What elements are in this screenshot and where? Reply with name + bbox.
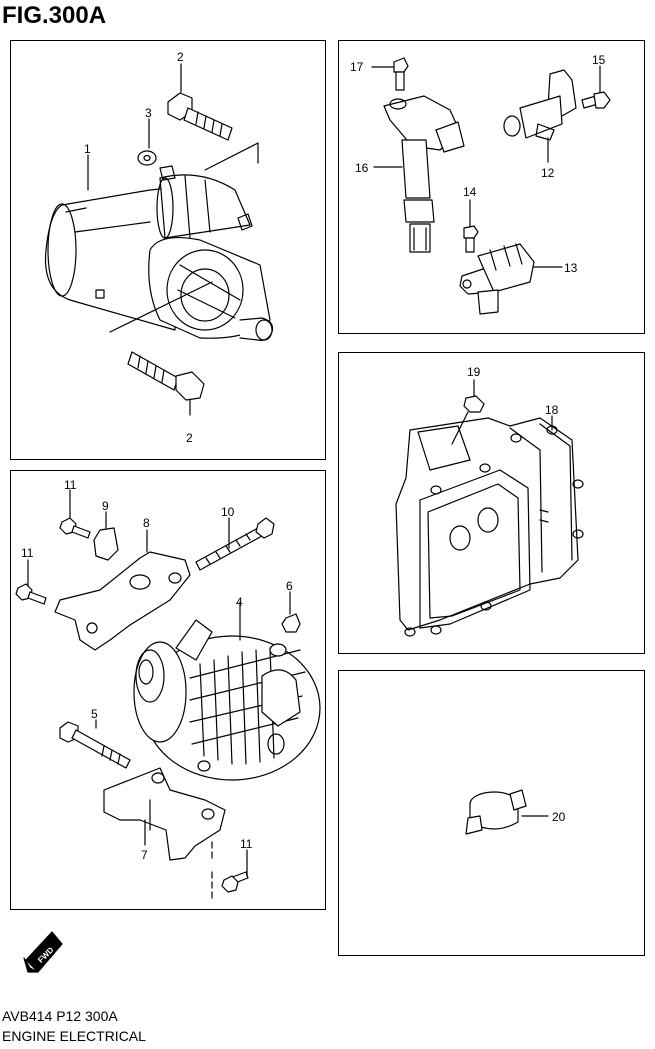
callout-15: 15 [592,53,606,67]
callout-11-c: 11 [240,837,253,851]
callout-3: 3 [145,106,152,120]
panel-starter [10,40,326,460]
panel-ignition-sensors [338,40,645,334]
footer-section: ENGINE ELECTRICAL [2,1028,146,1044]
callout-8: 8 [143,516,150,530]
callout-9: 9 [102,499,109,513]
switch-20 [465,789,527,835]
callout-13: 13 [564,261,578,275]
callout-11-a: 11 [64,478,77,492]
callout-14: 14 [463,185,477,199]
figure-title: FIG.300A [2,2,107,29]
bolt-2-top [167,92,233,141]
callout-17: 17 [350,60,364,74]
footer-code: AVB414 P12 300A [2,1008,118,1024]
bracket-8 [54,551,191,651]
callout-4: 4 [236,595,243,609]
callout-20: 20 [552,810,566,824]
bolt-11-c [221,871,249,893]
callout-2-top: 2 [177,50,184,64]
callout-12: 12 [541,166,555,180]
nut-6 [281,613,301,633]
sensor-13 [459,243,535,315]
callout-5: 5 [91,707,98,721]
ecm-18 [395,417,584,637]
fwd-label: FWD [36,945,55,964]
nut-19 [463,395,485,413]
panel-alternator [10,470,326,910]
alternator-4 [133,619,321,781]
bolt-17 [393,57,409,91]
callout-6: 6 [286,579,293,593]
bracket-9 [93,527,119,561]
bolt-10 [195,517,275,571]
bolt-5 [59,721,131,769]
callout-16: 16 [355,161,369,175]
bracket-7 [103,767,226,861]
callout-2-bottom: 2 [186,431,193,445]
callout-11-b: 11 [21,546,34,560]
callout-10: 10 [221,505,235,519]
bolt-15 [581,91,611,109]
callout-18: 18 [545,403,559,417]
callout-1: 1 [84,142,91,156]
fwd-badge [23,931,63,973]
bolt-2-bottom [127,351,205,401]
sensor-12 [503,69,577,141]
callout-19: 19 [467,365,481,379]
callout-7: 7 [141,848,148,862]
starter-motor [44,165,274,341]
ignition-coil-16 [383,95,465,253]
panel-switch [338,670,645,956]
panel-ecm [338,352,645,654]
bolt-11-b [15,583,47,605]
bolt-14 [463,225,479,253]
nut-3 [137,150,157,166]
